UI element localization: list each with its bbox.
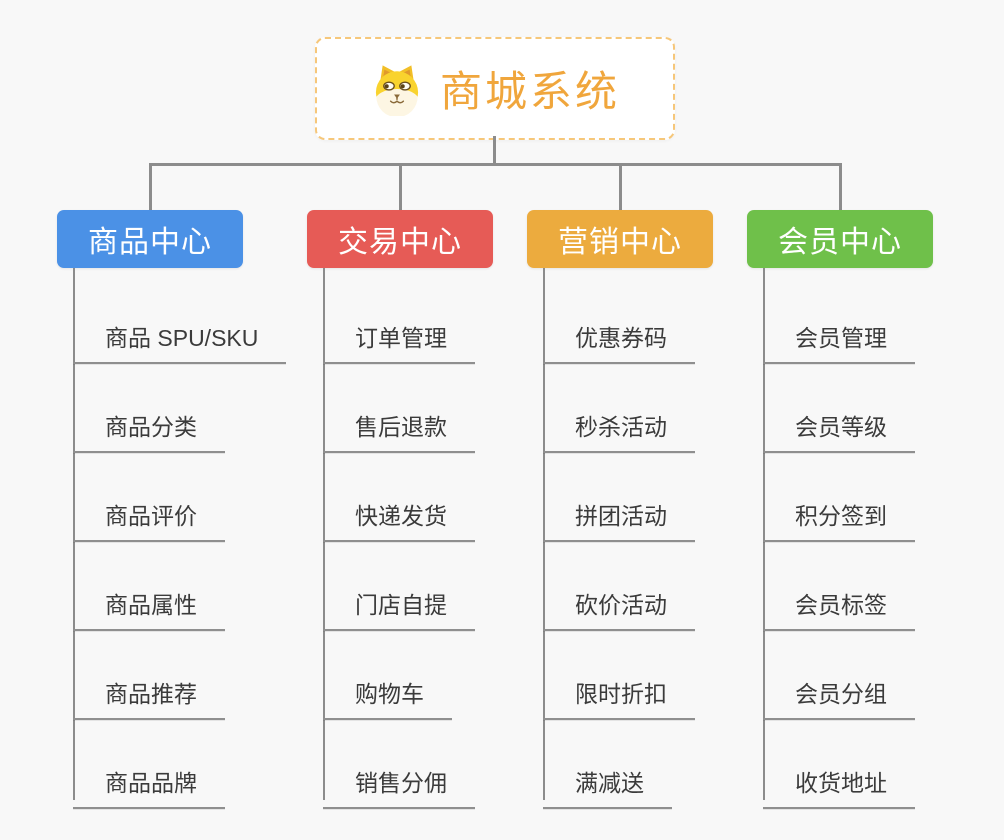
child-trunk-line (763, 268, 765, 800)
branch-drop-line (838, 163, 842, 210)
leaf-node[interactable]: 门店自提 (323, 578, 475, 631)
leaf-node[interactable]: 购物车 (323, 667, 452, 720)
branch-header-3[interactable]: 会员中心 (747, 210, 933, 268)
leaf-node[interactable]: 商品评价 (73, 489, 225, 542)
leaf-node[interactable]: 优惠券码 (543, 311, 695, 364)
child-trunk-line (73, 268, 75, 800)
leaf-node[interactable]: 商品属性 (73, 578, 225, 631)
leaf-node[interactable]: 秒杀活动 (543, 400, 695, 453)
root-node[interactable]: 商城系统 (315, 37, 675, 140)
branch-drop-line (148, 163, 152, 210)
leaf-node[interactable]: 订单管理 (323, 311, 475, 364)
leaf-node[interactable]: 砍价活动 (543, 578, 695, 631)
leaf-node[interactable]: 满减送 (543, 756, 672, 809)
leaf-node[interactable]: 积分签到 (763, 489, 915, 542)
branch-rail-line (149, 163, 839, 166)
leaf-node[interactable]: 会员标签 (763, 578, 915, 631)
leaf-node[interactable]: 销售分佣 (323, 756, 475, 809)
leaf-node[interactable]: 收货地址 (763, 756, 915, 809)
dog-face-icon (375, 64, 419, 116)
branch-drop-line (618, 163, 622, 210)
leaf-node[interactable]: 商品推荐 (73, 667, 225, 720)
root-title: 商城系统 (439, 68, 620, 115)
leaf-node[interactable]: 会员分组 (763, 667, 915, 720)
branch-header-1[interactable]: 交易中心 (307, 210, 493, 268)
leaf-node[interactable]: 限时折扣 (543, 667, 695, 720)
leaf-node[interactable]: 快递发货 (323, 489, 475, 542)
child-trunk-line (543, 268, 545, 800)
leaf-node[interactable]: 售后退款 (323, 400, 475, 453)
leaf-node[interactable]: 商品品牌 (73, 756, 225, 809)
leaf-node[interactable]: 会员等级 (763, 400, 915, 453)
child-trunk-line (323, 268, 325, 800)
leaf-node[interactable]: 商品 SPU/SKU (73, 311, 287, 364)
branch-header-2[interactable]: 营销中心 (527, 210, 713, 268)
branch-drop-line (398, 163, 402, 210)
root-trunk-line (493, 136, 496, 166)
branch-header-0[interactable]: 商品中心 (57, 210, 243, 268)
leaf-node[interactable]: 拼团活动 (543, 489, 695, 542)
leaf-node[interactable]: 会员管理 (763, 311, 915, 364)
leaf-node[interactable]: 商品分类 (73, 400, 225, 453)
